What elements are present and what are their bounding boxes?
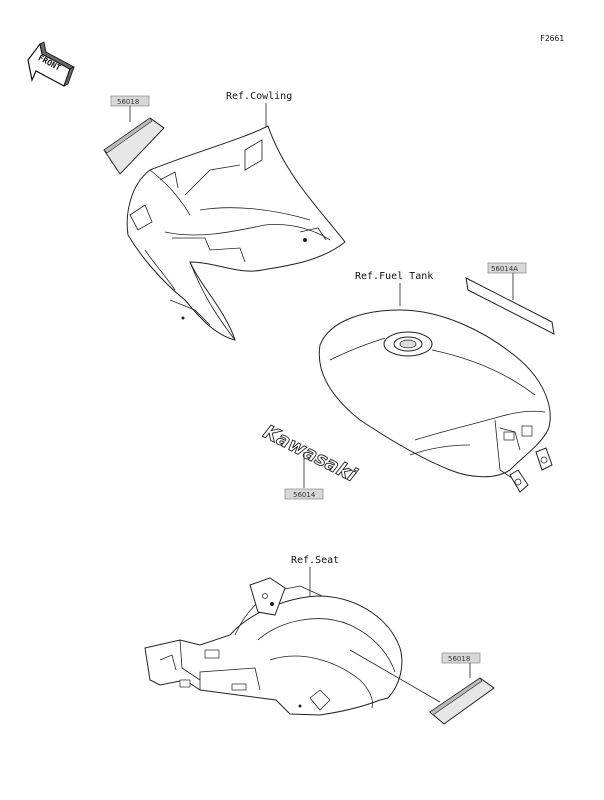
cowling-drawing [126, 125, 346, 341]
ref-cowling-label: Ref.Cowling [226, 91, 292, 102]
fuel-tank-drawing [318, 309, 553, 493]
seat-cowl-drawing [144, 577, 403, 716]
part-tag-56014a [487, 262, 527, 274]
part-tag-56018-seat [441, 652, 481, 664]
cowling-label-part: 56018 [103, 95, 165, 175]
ref-seat-label: Ref.Seat [291, 555, 339, 566]
emblem-text: Kawasaki [260, 421, 361, 487]
kawasaki-emblem: Kawasaki 56014 [259, 420, 361, 500]
part-number-label-cowling: 56018 [117, 98, 139, 106]
part-tag-56014 [284, 488, 324, 500]
tank-strip-label-part: 56014A [465, 262, 555, 335]
front-arrow-icon: FRONT [27, 41, 75, 87]
figure-code: F2661 [540, 34, 564, 43]
part-number-tank-strip: 56014A [491, 265, 518, 273]
ref-fuel-tank-label: Ref.Fuel Tank [355, 271, 433, 282]
seat-label-part: 56018 [349, 649, 495, 725]
part-number-emblem: 56014 [293, 491, 316, 499]
part-number-label-seat: 56018 [448, 655, 470, 663]
